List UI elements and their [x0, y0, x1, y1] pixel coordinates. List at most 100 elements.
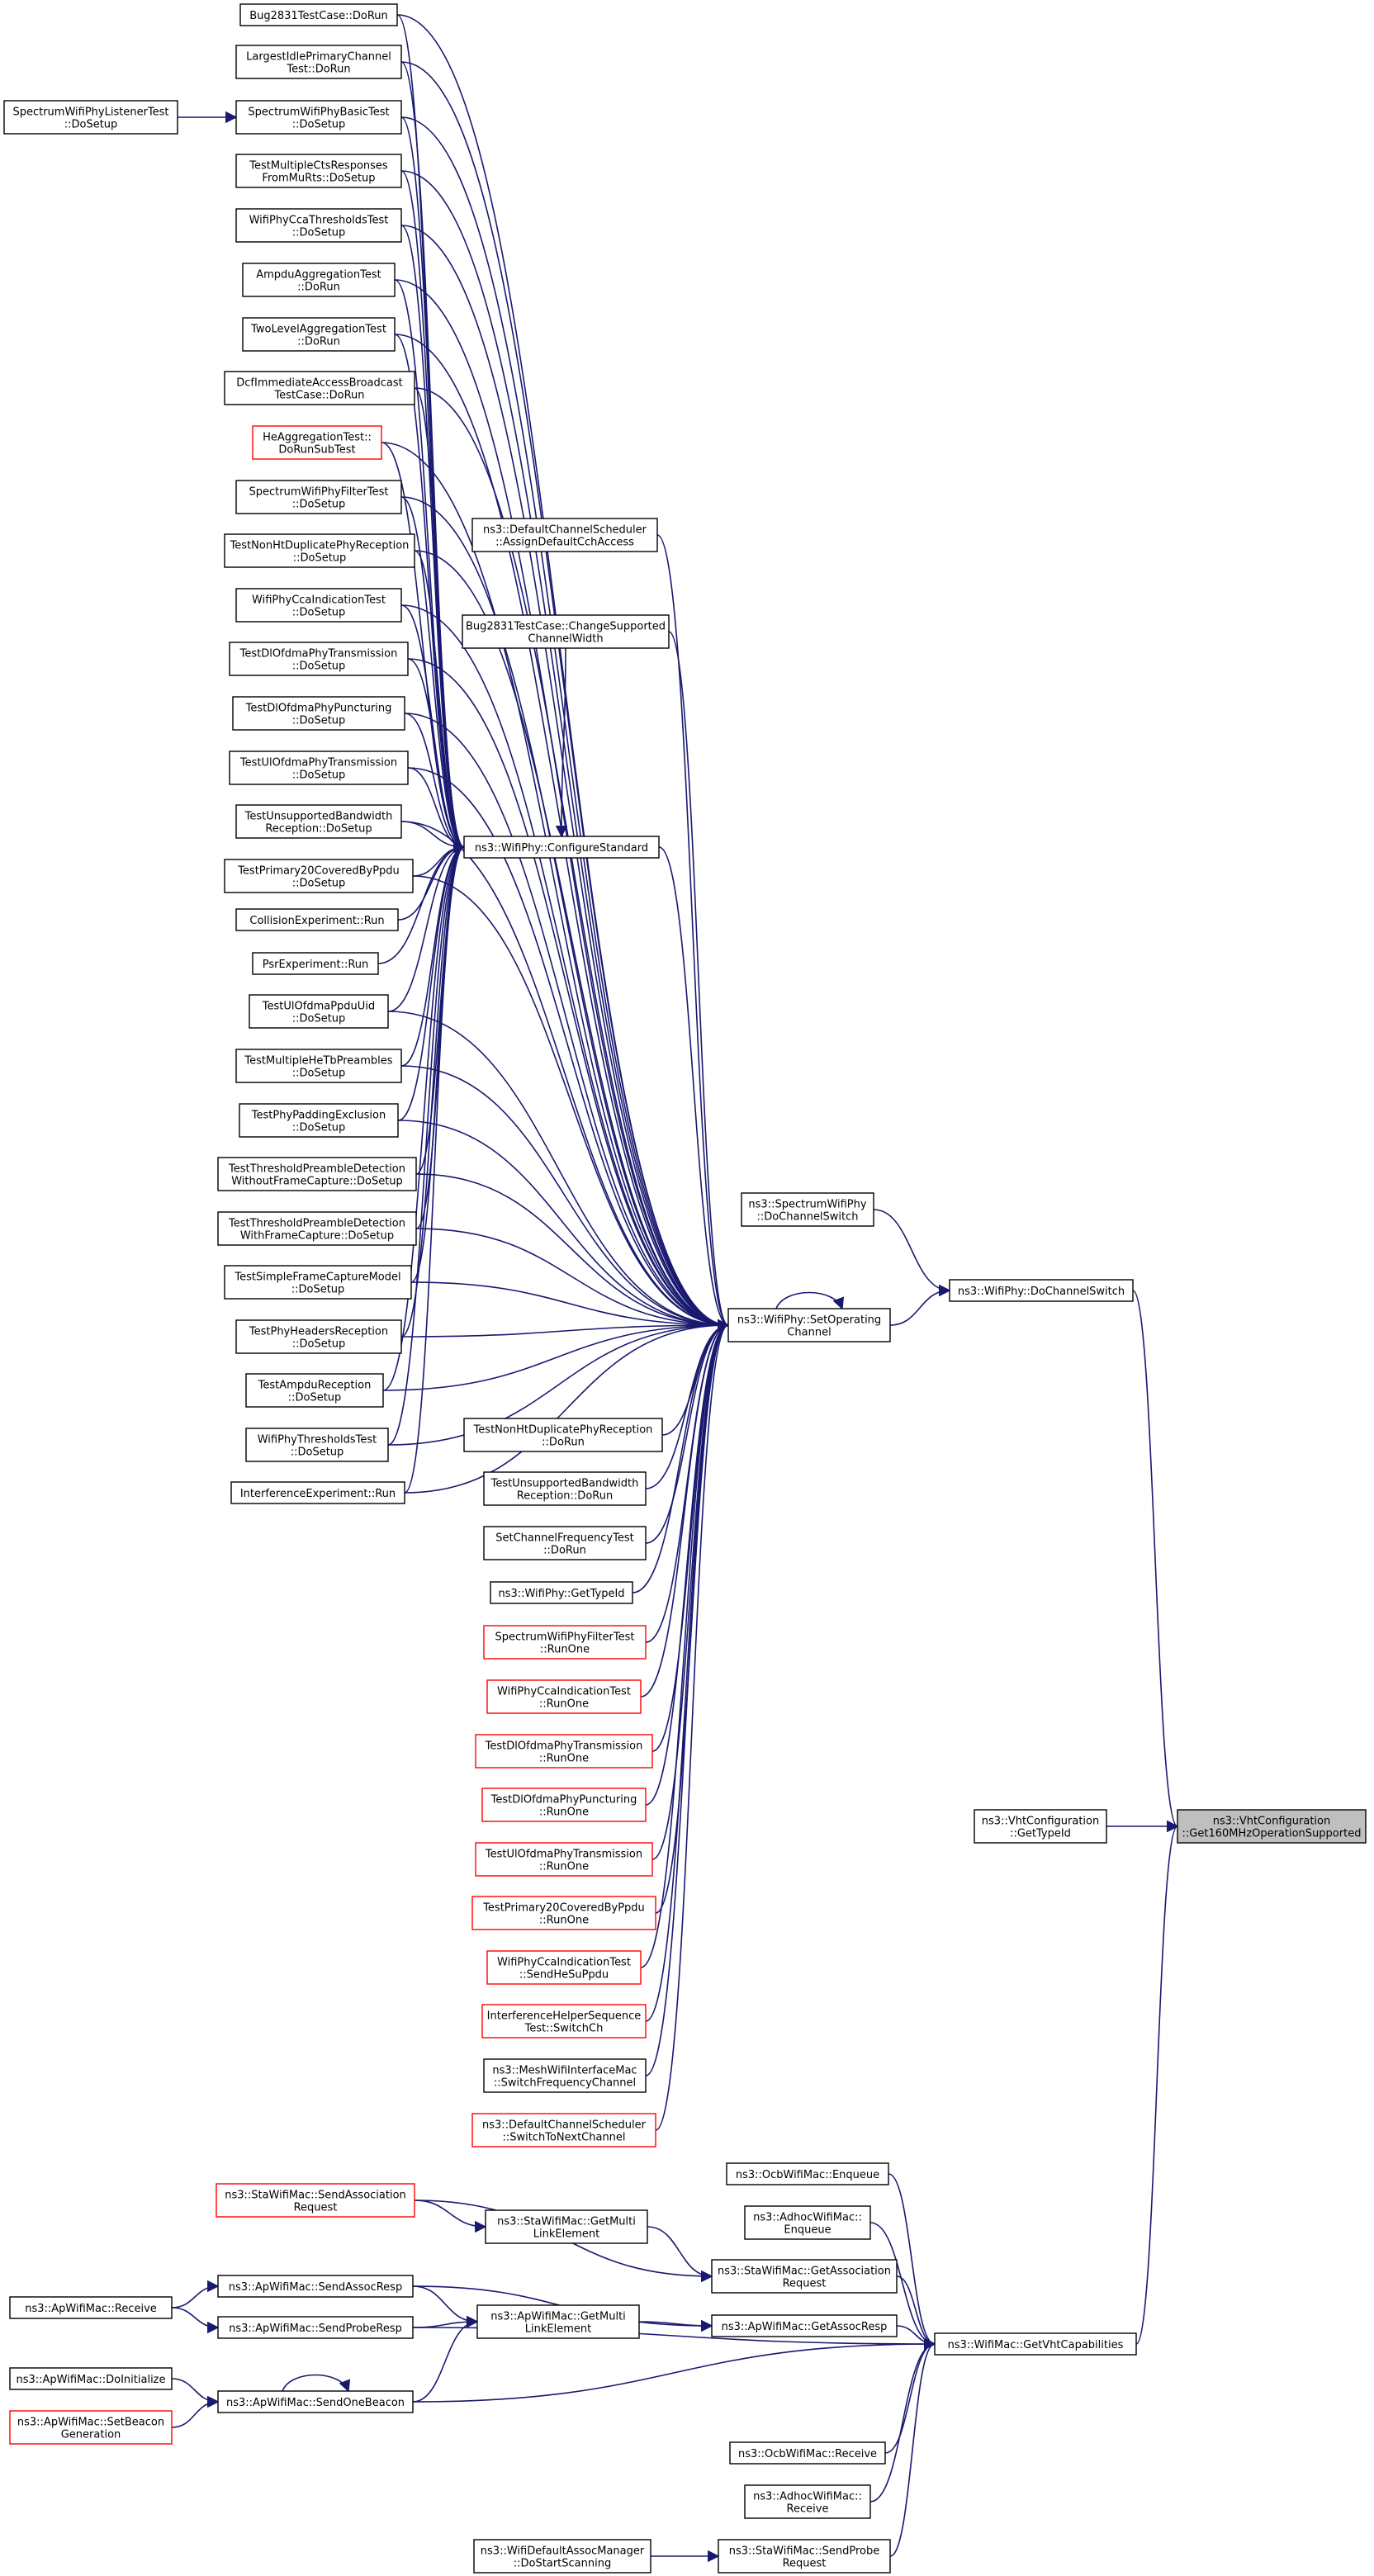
graph-node-speclistener[interactable]: SpectrumWifiPhyListenerTest::DoSetup	[3, 100, 178, 135]
edge-stasendprobe-to-getvht	[889, 2337, 936, 2557]
graph-node-interference[interactable]: InterferenceExperiment::Run	[230, 1481, 405, 1504]
graph-node-collision[interactable]: CollisionExperiment::Run	[235, 908, 399, 931]
graph-node-primary20run[interactable]: TestPrimary20CoveredByPpdu::RunOne	[471, 1896, 656, 1930]
graph-node-dlofdmarun[interactable]: TestDlOfdmaPhyTransmission::RunOne	[475, 1734, 653, 1769]
graph-node-dlpuncrun[interactable]: TestDlOfdmaPhyPuncturing::RunOne	[481, 1788, 647, 1822]
node-box	[235, 908, 399, 931]
graph-node-vhtgettypeid[interactable]: ns3::VhtConfiguration::GetTypeId	[974, 1809, 1107, 1844]
node-label: SpectrumWifiPhyFilterTest	[495, 1631, 635, 1644]
graph-node-ocbenqueue[interactable]: ns3::OcbWifiMac::Enqueue	[726, 2162, 889, 2185]
graph-node-ulofdmasetup[interactable]: TestUlOfdmaPhyTransmission::DoSetup	[229, 751, 409, 785]
graph-node-apdoinit[interactable]: ns3::ApWifiMac::DoInitialize	[9, 2367, 173, 2390]
node-box	[235, 100, 402, 135]
graph-node-ocbreceive[interactable]: ns3::OcbWifiMac::Receive	[729, 2441, 886, 2465]
graph-node-primary20setup[interactable]: TestPrimary20CoveredByPpdu::DoSetup	[224, 859, 414, 893]
node-label: WithoutFrameCapture::DoSetup	[231, 1176, 403, 1188]
graph-node-ampduagg[interactable]: AmpduAggregationTest::DoRun	[242, 263, 396, 297]
graph-node-specbasic[interactable]: SpectrumWifiPhyBasicTest::DoSetup	[235, 100, 402, 135]
node-label: ns3::SpectrumWifiPhy	[748, 1199, 866, 1211]
graph-node-specdochan[interactable]: ns3::SpectrumWifiPhy::DoChannelSwitch	[741, 1192, 874, 1227]
node-label: FromMuRts::DoSetup	[262, 173, 375, 185]
graph-node-phyheaders[interactable]: TestPhyHeadersReception::DoSetup	[235, 1319, 402, 1354]
graph-node-ulppduuid[interactable]: TestUlOfdmaPpduUid::DoSetup	[249, 994, 389, 1029]
node-label: DoRunSubTest	[278, 444, 355, 457]
graph-node-ccaindrun[interactable]: WifiPhyCcaIndicationTest::RunOne	[486, 1679, 642, 1714]
node-box	[9, 2367, 173, 2390]
edge-ulofdmasetup-to-setopchan	[407, 767, 730, 1332]
graph-node-getvht[interactable]: ns3::WifiMac::GetVhtCapabilities	[934, 2332, 1137, 2356]
graph-node-configstd[interactable]: ns3::WifiPhy::ConfigureStandard	[463, 836, 660, 859]
graph-node-ccathresh[interactable]: WifiPhyCcaThresholdsTest::DoSetup	[235, 208, 402, 243]
node-box	[471, 1896, 656, 1930]
graph-node-setchanfreq[interactable]: SetChannelFrequencyTest::DoRun	[483, 1526, 647, 1560]
node-box	[718, 2539, 891, 2574]
graph-node-gettypeid[interactable]: ns3::WifiPhy::GetTypeId	[490, 1581, 633, 1604]
graph-node-dcfimmediate[interactable]: DcfImmediateAccessBroadcastTestCase::DoR…	[224, 371, 415, 405]
graph-node-specfilterrun[interactable]: SpectrumWifiPhyFilterTest::RunOne	[483, 1625, 647, 1660]
node-label: ::DoStartScanning	[514, 2558, 611, 2570]
graph-node-wifidefscan[interactable]: ns3::WifiDefaultAssocManager::DoStartSca…	[473, 2539, 651, 2574]
graph-node-nonhtduprun[interactable]: TestNonHtDuplicatePhyReception::DoRun	[463, 1418, 663, 1452]
node-label: Request	[294, 2202, 338, 2214]
graph-node-apgetassoc[interactable]: ns3::ApWifiMac::GetAssocResp	[711, 2314, 898, 2337]
edges-layer	[171, 14, 1179, 2563]
graph-node-ccaindsend[interactable]: WifiPhyCcaIndicationTest::SendHeSuPpdu	[486, 1950, 642, 1985]
edge-unsupbwsetup-to-setopchan	[400, 821, 730, 1332]
graph-node-ulofdmarun[interactable]: TestUlOfdmaPhyTransmission::RunOne	[475, 1842, 653, 1877]
graph-node-apreceive[interactable]: ns3::ApWifiMac::Receive	[9, 2296, 173, 2319]
graph-node-phypadding[interactable]: TestPhyPaddingExclusion::DoSetup	[239, 1103, 399, 1138]
graph-node-multiplects[interactable]: TestMultipleCtsResponsesFromMuRts::DoSet…	[235, 154, 402, 188]
node-label: ::DoSetup	[292, 1122, 346, 1134]
graph-node-threshwithout[interactable]: TestThresholdPreambleDetectionWithoutFra…	[217, 1157, 417, 1191]
graph-node-twolevel[interactable]: TwoLevelAggregationTest::DoRun	[242, 317, 396, 352]
graph-node-defaultswitch[interactable]: ns3::DefaultChannelScheduler::SwitchToNe…	[471, 2113, 656, 2147]
graph-node-phydochan[interactable]: ns3::WifiPhy::DoChannelSwitch	[949, 1279, 1134, 1302]
graph-node-adhocenqueue[interactable]: ns3::AdhocWifiMac::Enqueue	[744, 2205, 871, 2240]
graph-node-meshswitch[interactable]: ns3::MeshWifiInterfaceMac::SwitchFrequen…	[483, 2058, 647, 2093]
node-label: ::DoRun	[297, 336, 340, 348]
graph-node-heagg[interactable]: HeAggregationTest::DoRunSubTest	[252, 425, 382, 460]
node-box	[235, 480, 402, 514]
node-box	[476, 2304, 640, 2339]
node-label: TestUlOfdmaPhyTransmission	[485, 1849, 642, 1861]
node-label: ns3::AdhocWifiMac::	[753, 2491, 862, 2503]
node-label: ns3::WifiPhy::SetOperating	[737, 1314, 881, 1327]
node-label: TestThresholdPreambleDetection	[228, 1218, 405, 1230]
node-label: ::RunOne	[539, 1753, 589, 1765]
edge-unsupbwrun-to-setopchan	[645, 1319, 730, 1489]
graph-node-dlpuncsetup[interactable]: TestDlOfdmaPhyPuncturing::DoSetup	[232, 696, 405, 731]
graph-node-simplecapture[interactable]: TestSimpleFrameCaptureModel::DoSetup	[224, 1265, 412, 1300]
edge-ccaindsend-to-setopchan	[640, 1319, 730, 1968]
graph-node-ccaindsetup[interactable]: WifiPhyCcaIndicationTest::DoSetup	[235, 588, 402, 623]
graph-node-specfilter[interactable]: SpectrumWifiPhyFilterTest::DoSetup	[235, 480, 402, 514]
graph-node-threshwith[interactable]: TestThresholdPreambleDetectionWithFrameC…	[217, 1211, 417, 1246]
graph-node-unsupbwsetup[interactable]: TestUnsupportedBandwidthReception::DoSet…	[235, 804, 402, 839]
node-label: TestSimpleFrameCaptureModel	[234, 1271, 400, 1284]
graph-node-bug2831change[interactable]: Bug2831TestCase::ChangeSupportedChannelW…	[462, 614, 670, 649]
graph-node-nonhtdupsetup[interactable]: TestNonHtDuplicatePhyReception::DoSetup	[224, 533, 415, 568]
node-label: ns3::ApWifiMac::SendOneBeacon	[226, 2397, 405, 2409]
graph-node-dlofdmasetup[interactable]: TestDlOfdmaPhyTransmission::DoSetup	[229, 642, 409, 676]
graph-node-apsendassoc[interactable]: ns3::ApWifiMac::SendAssocResp	[217, 2275, 414, 2298]
node-label: Enqueue	[784, 2224, 831, 2237]
graph-node-ampdurecep[interactable]: TestAmpduReception::DoSetup	[245, 1373, 384, 1408]
graph-node-apsendbeacon[interactable]: ns3::ApWifiMac::SendOneBeacon	[217, 2390, 414, 2413]
graph-node-defaultassign[interactable]: ns3::DefaultChannelScheduler::AssignDefa…	[471, 518, 658, 552]
graph-node-bug2831dorun[interactable]: Bug2831TestCase::DoRun	[239, 3, 398, 26]
graph-node-adhocreceive[interactable]: ns3::AdhocWifiMac::Receive	[744, 2484, 871, 2519]
graph-node-multiplehetb[interactable]: TestMultipleHeTbPreambles::DoSetup	[235, 1049, 402, 1083]
graph-node-phythresh[interactable]: WifiPhyThresholdsTest::DoSetup	[245, 1428, 389, 1462]
graph-node-apsendprobe[interactable]: ns3::ApWifiMac::SendProbeResp	[217, 2316, 414, 2339]
graph-node-psr[interactable]: PsrExperiment::Run	[252, 952, 379, 975]
node-box	[232, 696, 405, 731]
